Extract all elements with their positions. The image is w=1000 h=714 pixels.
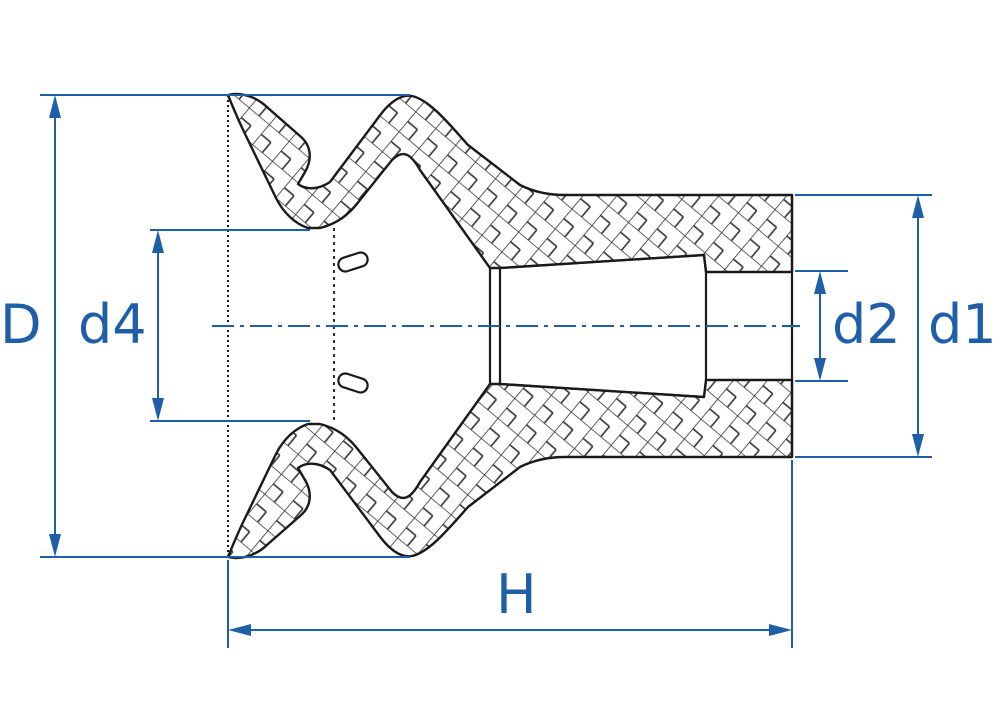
- upper-lip: [226, 92, 794, 274]
- d4-arrow-top: [152, 230, 164, 253]
- d1-arrow-bottom: [912, 434, 924, 457]
- rib-top: [337, 251, 369, 273]
- d2-arrow-top: [814, 271, 826, 294]
- H-arrow-right: [769, 624, 792, 636]
- H-arrow-left: [228, 624, 251, 636]
- support-ribs: [337, 251, 369, 394]
- d1-arrow-top: [912, 195, 924, 218]
- D-arrow-bottom: [49, 534, 61, 557]
- label-D: D: [0, 293, 42, 356]
- label-d2: d2: [832, 293, 901, 356]
- bore-step-bottom: [702, 379, 708, 398]
- D-arrow-top: [49, 95, 61, 118]
- bore-step-top: [702, 254, 708, 273]
- dimension-labels: D d4 H d2 d1: [0, 293, 997, 626]
- bore-bottom-line: [499, 382, 705, 399]
- rib-bottom: [337, 372, 369, 394]
- lower-lip: [226, 378, 794, 560]
- d4-arrow-bottom: [152, 398, 164, 421]
- label-d1: d1: [928, 293, 997, 356]
- d2-arrow-bottom: [814, 358, 826, 381]
- label-H: H: [496, 563, 537, 626]
- part-body: [226, 92, 794, 560]
- dimensions: [40, 94, 932, 648]
- bore-top-line: [499, 253, 705, 270]
- label-d4: d4: [78, 293, 147, 356]
